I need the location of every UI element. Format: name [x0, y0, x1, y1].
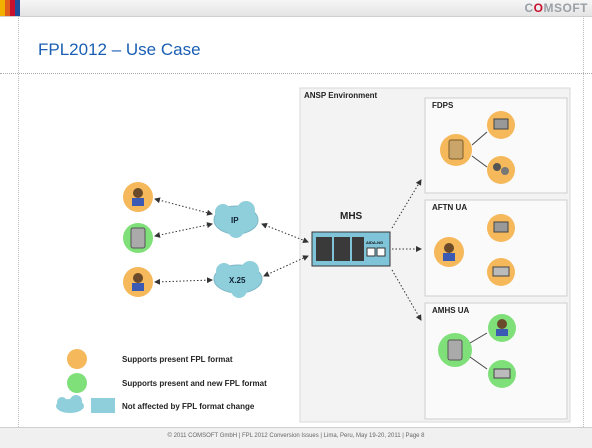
use-case-diagram: ANSP Environment FDPS AFTN UA AMHS UA [56, 87, 571, 423]
x25-to-mhs-arrow [263, 255, 309, 277]
workstation-icon [493, 221, 509, 233]
top-bar: COMSOFT [0, 0, 592, 17]
fdps-label: FDPS [432, 101, 454, 110]
mhs-box-label: AIDA-NG [366, 240, 383, 245]
comsoft-logo: COMSOFT [524, 1, 588, 15]
legend-swatch-orange [67, 349, 87, 369]
printer-icon [492, 266, 510, 277]
legend-swatch-box [91, 398, 115, 413]
amhs-link-1 [469, 332, 488, 344]
person-icon [497, 319, 507, 329]
user2-to-x25-arrow [154, 277, 213, 285]
stripe-blue [15, 0, 20, 16]
fdps-users-node [487, 156, 515, 184]
mhs-port-2 [376, 247, 386, 257]
legend-swatch-cloud [56, 395, 84, 413]
right-rule [583, 16, 585, 427]
server-to-ip-arrow [154, 222, 213, 238]
footer-text: © 2011 COMSOFT GmbH | FPL 2012 Conversio… [167, 433, 425, 439]
person-icon-body [132, 283, 144, 291]
mhs-rack-2 [334, 237, 350, 261]
fdps-link-2 [471, 155, 488, 168]
users-icon [493, 163, 501, 171]
ip-to-mhs-arrow [261, 223, 309, 243]
printer-icon [493, 368, 511, 379]
cloud-x25 [213, 261, 263, 298]
cloud-ip [213, 201, 259, 238]
person-icon-body [496, 329, 508, 336]
person-icon [133, 188, 143, 198]
amhs-link-2 [469, 356, 488, 370]
server-icon [447, 339, 463, 361]
legend-item-2: Supports present and new FPL format [122, 379, 267, 388]
person-icon [133, 273, 143, 283]
fdps-link-1 [471, 131, 488, 146]
person-icon-body [132, 198, 144, 206]
mhs-rack-1 [316, 237, 332, 261]
server-icon [448, 139, 464, 160]
amhs-label: AMHS UA [432, 306, 470, 315]
mhs-rack-3 [352, 237, 364, 261]
legend-swatch-green [67, 373, 87, 393]
stripe-yellow [0, 0, 5, 16]
cloud-ip-label: IP [231, 216, 239, 225]
mhs-to-fdps-arrow [391, 179, 422, 229]
slide-title: FPL2012 – Use Case [38, 40, 201, 59]
user1-to-ip-arrow [154, 197, 213, 216]
workstation-icon [493, 118, 509, 130]
left-rule [18, 16, 20, 427]
mhs-label: MHS [340, 211, 363, 222]
cloud-x25-label: X.25 [229, 276, 246, 285]
users-icon-b [501, 167, 509, 175]
mhs-port-1 [366, 247, 376, 257]
stripe-red [10, 0, 15, 16]
aftn-label: AFTN UA [432, 203, 467, 212]
footer: © 2011 COMSOFT GmbH | FPL 2012 Conversio… [0, 427, 592, 448]
legend-item-1: Supports present FPL format [122, 355, 233, 364]
mhs-to-amhs-arrow [391, 269, 422, 321]
legend-item-3: Not affected by FPL format change [122, 402, 255, 411]
title-divider [0, 73, 592, 74]
person-icon [444, 243, 454, 253]
stripe-orange [5, 0, 10, 16]
person-icon-body [443, 253, 455, 261]
ansp-environment-label: ANSP Environment [304, 91, 378, 100]
server-icon [130, 227, 146, 249]
